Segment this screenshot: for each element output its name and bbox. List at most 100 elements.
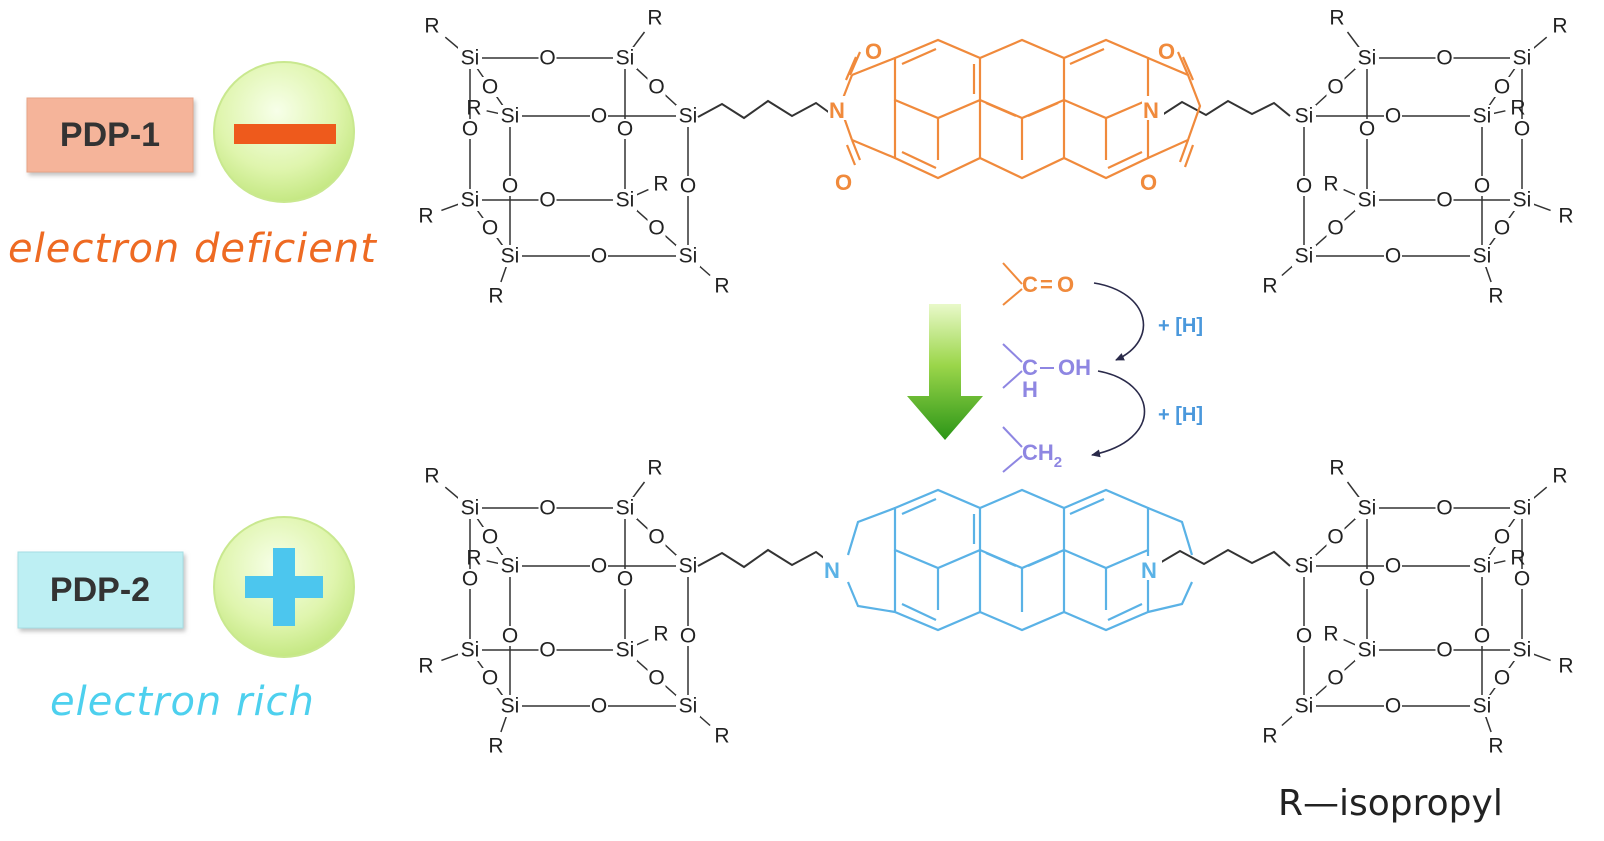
pdp1-oxygen-3: O	[1158, 39, 1175, 64]
silicon-atom: Si	[1513, 189, 1532, 212]
pdp1-oxygen-4: O	[1140, 170, 1157, 195]
silicon-atom: Si	[1473, 245, 1492, 268]
oxygen-atom: O	[462, 118, 478, 141]
silicon-atom: Si	[616, 189, 635, 212]
pdp1-name: PDP-1	[60, 116, 160, 154]
silicon-atom: Si	[1358, 497, 1377, 520]
silicon-atom: Si	[616, 47, 635, 70]
silicon-atom: Si	[461, 497, 480, 520]
oxygen-atom: O	[502, 175, 518, 198]
reduction-step1-label: + [H]	[1158, 315, 1203, 337]
methylene-bonds	[1002, 426, 1023, 473]
silicon-atom: Si	[679, 555, 698, 578]
oxygen-atom: O	[1385, 555, 1401, 578]
oxygen-atom: O	[617, 568, 633, 591]
r-group-label: R	[653, 623, 668, 646]
silicon-atom: Si	[1295, 105, 1314, 128]
r-group-label: R	[418, 655, 433, 678]
reduction-step1-arrow	[1093, 282, 1145, 361]
r-group-label: R	[1488, 285, 1503, 308]
pdp1-linker-left	[697, 99, 835, 120]
r-group-label: R	[488, 285, 503, 308]
r-group-label: R	[1262, 275, 1277, 298]
r-group-label: R	[1323, 173, 1338, 196]
oxygen-atom: O	[1296, 625, 1312, 648]
r-group-label: R	[1510, 97, 1525, 120]
methylene-group: CH2	[1022, 440, 1062, 471]
oxygen-atom: O	[1327, 526, 1343, 549]
oxygen-atom: O	[539, 47, 555, 70]
silicon-atom: Si	[1513, 497, 1532, 520]
oxygen-atom: O	[1494, 526, 1510, 549]
oxygen-atom: O	[539, 639, 555, 662]
carbonyl-carbon: C	[1022, 272, 1038, 297]
silicon-atom: Si	[679, 105, 698, 128]
silicon-atom: Si	[501, 105, 520, 128]
alcohol-hydroxyl: OH	[1058, 355, 1091, 380]
oxygen-atom: O	[1514, 568, 1530, 591]
silicon-atom: Si	[461, 639, 480, 662]
silicon-atom: Si	[1473, 555, 1492, 578]
r-group-label: R	[466, 97, 481, 120]
silicon-atom: Si	[461, 47, 480, 70]
oxygen-atom: O	[648, 76, 664, 99]
perylene-diimide-core	[838, 38, 1202, 180]
silicon-atom: Si	[501, 555, 520, 578]
alcohol-bonds	[1002, 343, 1054, 389]
oxygen-atom: O	[1385, 245, 1401, 268]
oxygen-atom: O	[1327, 217, 1343, 240]
r-group-label: R	[466, 547, 481, 570]
reduced-perylene-core	[846, 488, 1194, 632]
r-group-label: R	[1262, 725, 1277, 748]
oxygen-atom: O	[1436, 47, 1452, 70]
reduction-step2-label: + [H]	[1158, 404, 1203, 426]
oxygen-atom: O	[1474, 625, 1490, 648]
oxygen-atom: O	[591, 105, 607, 128]
oxygen-atom: O	[1436, 189, 1452, 212]
oxygen-atom: O	[482, 76, 498, 99]
r-group-footnote: R—isopropyl	[1278, 783, 1503, 824]
pdp2-badge	[17, 551, 184, 629]
r-group-label: R	[1510, 547, 1525, 570]
oxygen-atom: O	[1359, 568, 1375, 591]
oxygen-atom: O	[648, 217, 664, 240]
pdp1-label-group: PDP-1 electron deficient	[8, 61, 376, 272]
silicon-atom: Si	[1295, 555, 1314, 578]
silicon-atom: Si	[501, 245, 520, 268]
silicon-atom: Si	[1473, 695, 1492, 718]
carbonyl-oxygen: O	[1057, 272, 1074, 297]
silicon-atom: Si	[1358, 639, 1377, 662]
r-group-label: R	[424, 465, 439, 488]
pdp2-nitrogen-left: N	[824, 558, 840, 583]
pdp2-linker-right	[1157, 548, 1291, 567]
oxygen-atom: O	[648, 667, 664, 690]
r-group-label: R	[714, 275, 729, 298]
oxygen-atom: O	[680, 175, 696, 198]
silicon-atom: Si	[679, 695, 698, 718]
r-group-label: R	[424, 15, 439, 38]
r-group-label: R	[1323, 623, 1338, 646]
silicon-atom: Si	[616, 639, 635, 662]
pdp1-linker-right	[1161, 99, 1291, 117]
oxygen-atom: O	[1494, 76, 1510, 99]
oxygen-atom: O	[1327, 667, 1343, 690]
silicon-atom: Si	[461, 189, 480, 212]
pdp2-nitrogen-right: N	[1141, 558, 1157, 583]
oxygen-atom: O	[1436, 497, 1452, 520]
r-group-label: R	[1552, 15, 1567, 38]
pdp2-property: electron rich	[50, 679, 315, 725]
silicon-atom: Si	[501, 695, 520, 718]
oxygen-atom: O	[591, 695, 607, 718]
silicon-atom: Si	[1358, 47, 1377, 70]
carbonyl-double-bond: =	[1040, 272, 1053, 297]
oxygen-atom: O	[1327, 76, 1343, 99]
silicon-atom: Si	[679, 245, 698, 268]
pdp1-oxygen-1: O	[865, 39, 882, 64]
minus-icon	[234, 124, 336, 144]
r-group-label: R	[418, 205, 433, 228]
silicon-atom: Si	[616, 497, 635, 520]
r-group-label: R	[714, 725, 729, 748]
